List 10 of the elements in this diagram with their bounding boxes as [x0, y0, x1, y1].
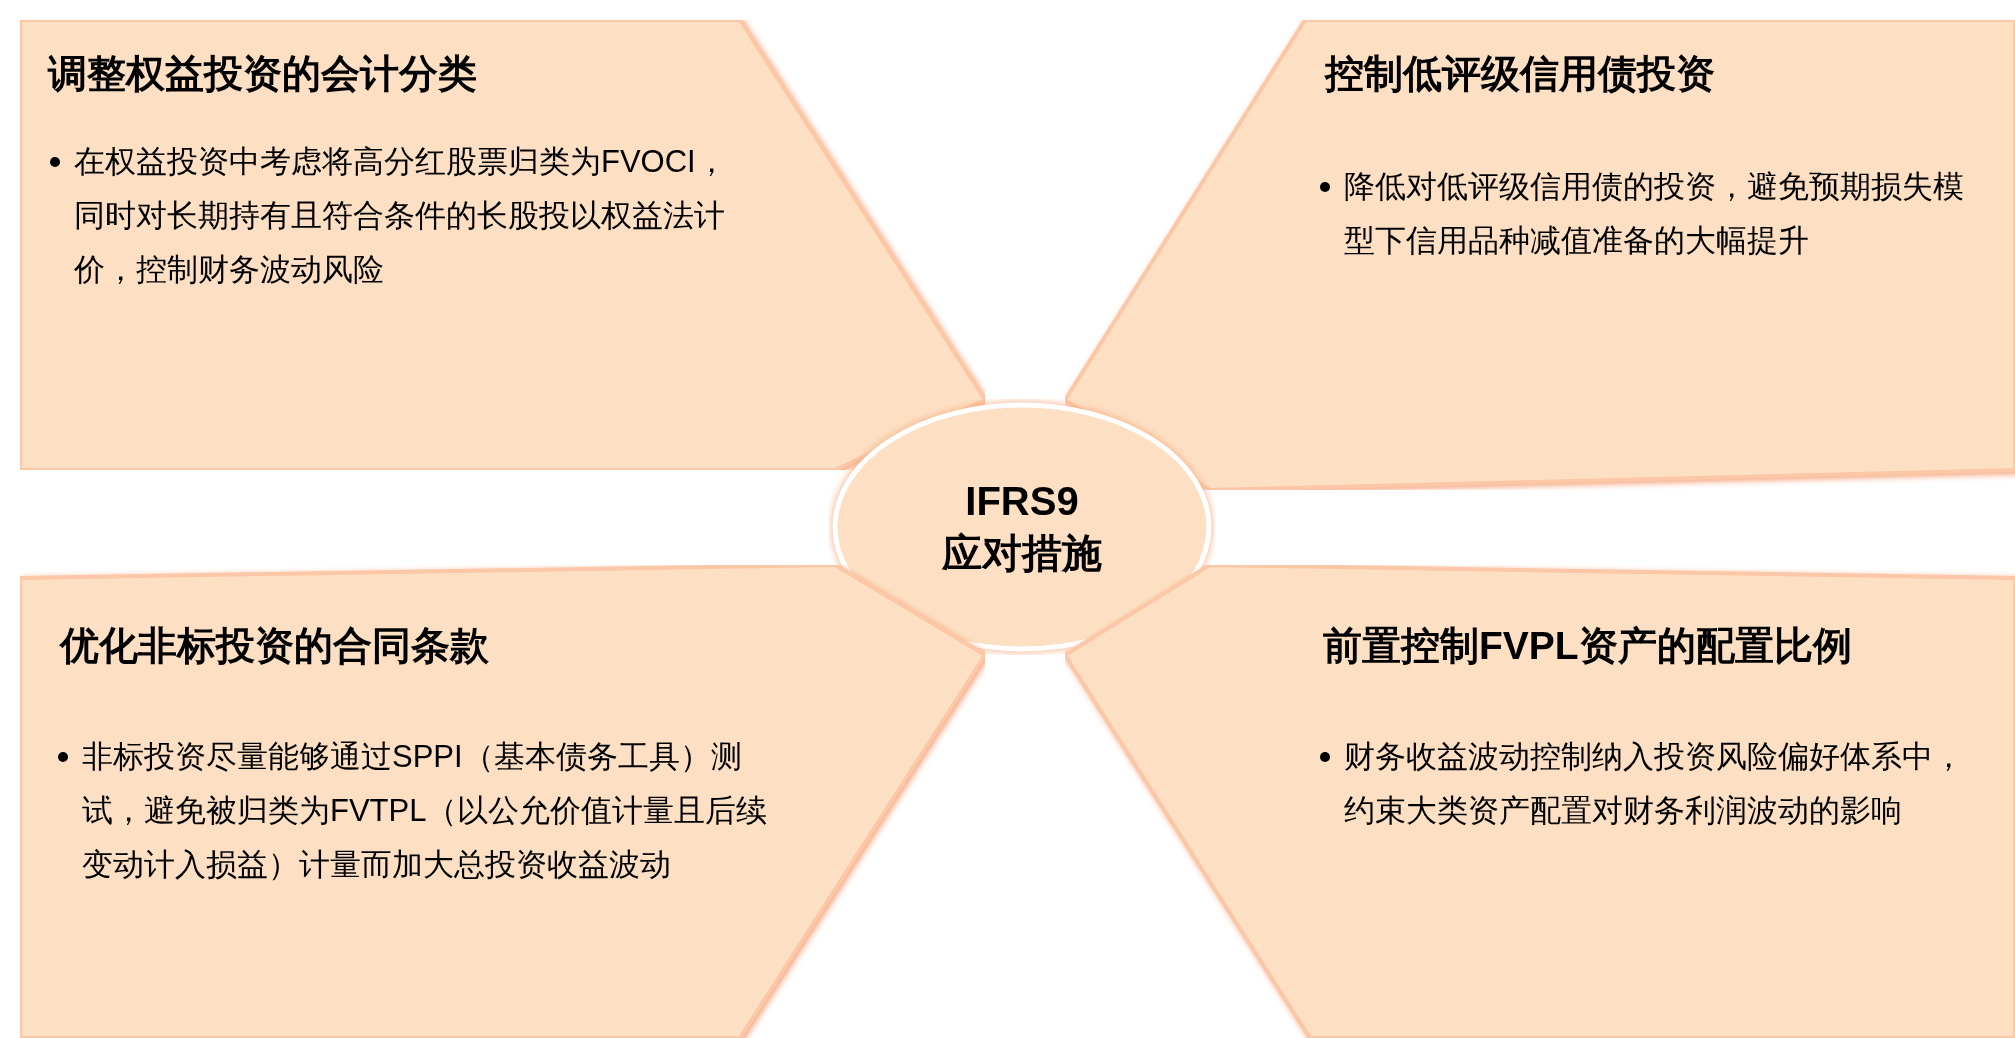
panel-heading: 调整权益投资的会计分类 — [48, 51, 478, 97]
panel-body-text: 在权益投资中考虑将高分红股票归类为FVOCI，同时对长期持有且符合条件的长股投以权益法计价，控制财务波动风险 — [74, 143, 728, 289]
panel-body-text: 财务收益波动控制纳入投资风险偏好体系中，约束大类资产配置对财务利润波动的影响 — [1344, 738, 1965, 830]
center-title: IFRS9 — [965, 478, 1079, 525]
panel-heading: 优化非标投资的合同条款 — [60, 623, 490, 669]
panel-heading: 控制低评级信用债投资 — [1325, 51, 1716, 97]
panel-heading: 前置控制FVPL资产的配置比例 — [1323, 623, 1853, 669]
panel-body-text: 降低对低评级信用债的投资，避免预期损失模型下信用品种减值准备的大幅提升 — [1344, 168, 1965, 260]
panel-body-text: 非标投资尽量能够通过SPPI（基本债务工具）测试，避免被归类为FVTPL（以公允价值计量且后续变动计入损益）计量而加大总投资收益波动 — [82, 738, 769, 884]
center-title: 应对措施 — [942, 530, 1102, 577]
